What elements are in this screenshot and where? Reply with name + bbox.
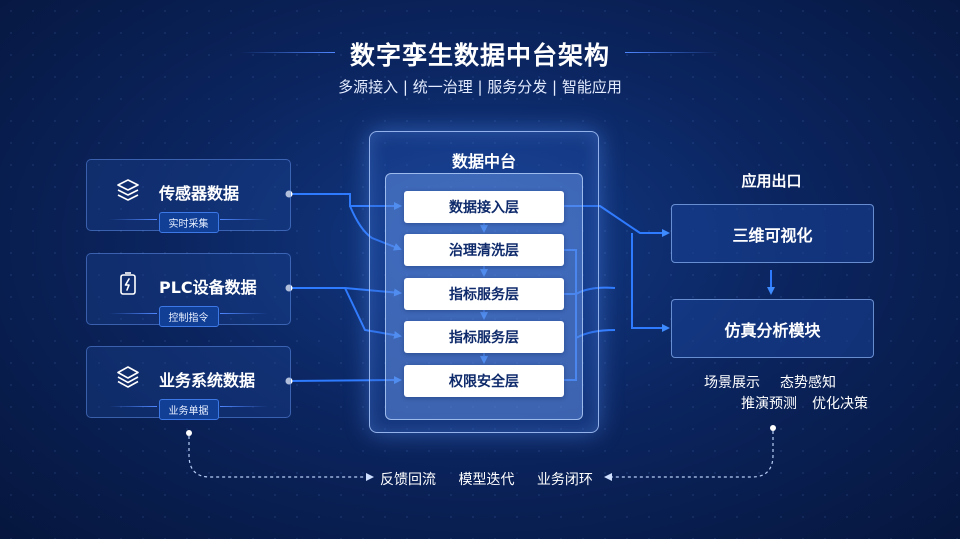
wire-security-right	[563, 338, 577, 381]
source-badge: 业务单据	[158, 399, 219, 420]
plc-dot	[285, 284, 293, 292]
app-card-simulation[interactable]: 仿真分析模块	[671, 299, 874, 358]
wire-plc-to-service2	[344, 287, 402, 339]
title-deco-left	[240, 52, 335, 53]
stack-icon	[117, 366, 139, 388]
wire-business-to-security	[288, 376, 402, 385]
wire-access-to-3d	[563, 205, 670, 237]
badge-deco-right	[220, 406, 268, 407]
badge-deco-right	[220, 313, 268, 314]
source-badge: 实时采集	[158, 212, 219, 233]
source-label: 业务系统数据	[159, 371, 256, 390]
loop-left-dot	[186, 430, 192, 436]
source-card-business[interactable]: 业务系统数据 业务单据	[86, 346, 291, 420]
feedback-loop-labels: 反馈回流 模型迭代 业务闭环	[380, 469, 611, 489]
page-title: 数字孪生数据中台架构	[349, 41, 610, 70]
layer-security[interactable]: 权限安全层	[404, 365, 564, 397]
wire-sensor-to-governance	[349, 205, 402, 251]
badge-deco-left	[109, 313, 157, 314]
source-label: 传感器数据	[159, 184, 240, 203]
layer-governance[interactable]: 治理清洗层	[404, 234, 564, 266]
wire-sensor-to-access	[289, 193, 402, 210]
loop-left-path	[188, 436, 374, 481]
app-tag: 推演预测	[741, 396, 797, 412]
layer-service-1[interactable]: 指标服务层	[404, 278, 564, 310]
app-tag: 场景展示	[704, 375, 760, 391]
app-card-3d-visualization[interactable]: 三维可视化	[671, 204, 874, 263]
source-label: PLC设备数据	[159, 278, 257, 297]
layers-icon	[117, 179, 139, 201]
app-tag: 态势感知	[780, 375, 836, 391]
page-subtitle: 多源接入 | 统一治理 | 服务分发 | 智能应用	[338, 78, 622, 96]
loop-label: 模型迭代	[458, 472, 515, 488]
badge-deco-left	[109, 406, 157, 407]
title-deco-right	[625, 52, 720, 53]
loop-right-path	[604, 431, 774, 481]
app-tag: 优化决策	[812, 396, 868, 412]
apps-title: 应用出口	[741, 172, 802, 190]
wire-3d-to-sim-vertical	[631, 233, 670, 332]
battery-device-icon	[120, 272, 136, 295]
layer-service-2[interactable]: 指标服务层	[404, 321, 564, 353]
source-badge: 控制指令	[158, 306, 219, 327]
badge-deco-right	[220, 219, 268, 220]
source-card-sensor[interactable]: 传感器数据 实时采集	[86, 159, 291, 233]
sensor-dot	[285, 190, 293, 198]
business-dot	[285, 377, 293, 385]
badge-deco-left	[109, 219, 157, 220]
loop-label: 反馈回流	[380, 472, 436, 488]
loop-label: 业务闭环	[536, 472, 593, 488]
layer-access[interactable]: 数据接入层	[404, 191, 564, 223]
loop-right-dot	[770, 425, 776, 431]
hub-title: 数据中台	[451, 152, 516, 171]
source-card-plc[interactable]: PLC设备数据 控制指令	[86, 253, 291, 327]
